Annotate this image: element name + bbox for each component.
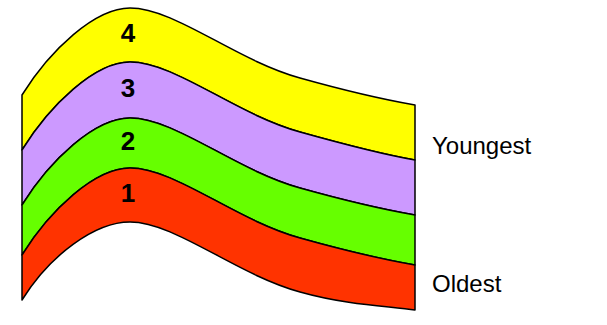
layer-outline	[22, 168, 415, 310]
layer-number: 2	[121, 128, 135, 154]
layer-number: 3	[121, 75, 135, 101]
layer-number: 1	[121, 180, 135, 206]
layer-number: 4	[121, 20, 135, 46]
age-label: Oldest	[432, 272, 501, 296]
layer-shape	[18, 164, 420, 314]
rock-layer-band: 1	[18, 164, 420, 314]
age-label: Youngest	[432, 134, 531, 158]
